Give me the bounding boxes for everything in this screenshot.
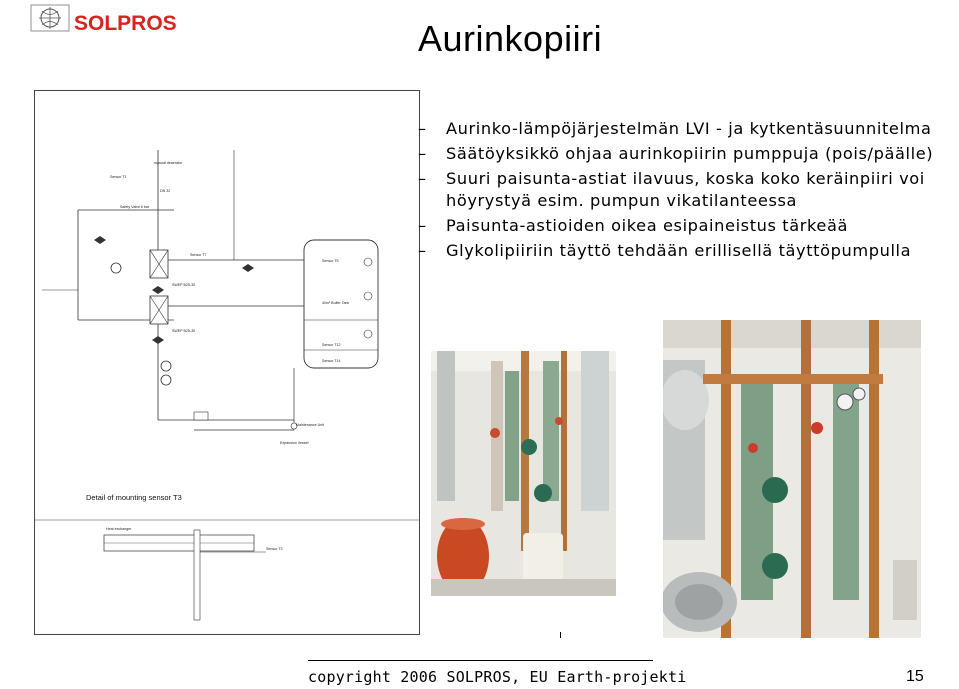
bullet-text: Glykolipiiriin täyttö tehdään erillisell… bbox=[446, 241, 912, 260]
manual-deaerator-label: manual deaerator bbox=[154, 161, 183, 165]
installation-photo-right bbox=[663, 320, 921, 638]
slide-title: Aurinkopiiri bbox=[418, 18, 603, 59]
heat-exchanger-label: Heat exchanger bbox=[106, 527, 132, 531]
solpros-logo-icon bbox=[30, 4, 70, 32]
footer-divider bbox=[308, 660, 653, 661]
sensor-t5-label: Sensor T5 bbox=[322, 259, 339, 263]
piping-diagram: 40m³ Buffer Tank Sensor T5 Sensor T14 Se… bbox=[34, 90, 420, 635]
bullet-item: –Suuri paisunta-astiat ilavuus, koska ko… bbox=[418, 168, 948, 212]
dash-bullet: – bbox=[418, 241, 427, 260]
dash-bullet: – bbox=[418, 169, 427, 188]
rank-label-2: SWEP B25-30 bbox=[172, 329, 195, 333]
bullet-text: Säätöyksikkö ohjaa aurinkopiirin pumppuj… bbox=[446, 144, 934, 163]
bullet-text: Aurinko-lämpöjärjestelmän LVI - ja kytke… bbox=[446, 119, 932, 138]
sensor-t12-label: Sensor T12 bbox=[322, 343, 341, 347]
safety-valve-label: Safety Valve 6 bar bbox=[120, 205, 150, 209]
bullet-item: –Aurinko-lämpöjärjestelmän LVI - ja kytk… bbox=[418, 118, 948, 140]
brand-name: SOLPROS bbox=[74, 12, 177, 35]
footer-tick bbox=[560, 632, 561, 638]
detail-caption: Detail of mounting sensor T3 bbox=[86, 493, 182, 502]
bullet-text: Paisunta-astioiden oikea esipaineistus t… bbox=[446, 216, 849, 235]
maintenance-unit-label: Maintenance Unit bbox=[296, 423, 324, 427]
bullet-item: –Paisunta-astioiden oikea esipaineistus … bbox=[418, 215, 948, 237]
dn32-label: DN 32 bbox=[160, 189, 170, 193]
dash-bullet: – bbox=[418, 119, 427, 138]
sensor-t1-label: Sensor T1 bbox=[110, 175, 127, 179]
buffer-tank-label: 40m³ Buffer Tank bbox=[322, 301, 349, 305]
sensor-t14-label: Sensor T14 bbox=[322, 359, 341, 363]
installation-photo-left bbox=[431, 351, 616, 596]
dash-bullet: – bbox=[418, 216, 427, 235]
expansion-vessel-label: Expansion Vessel bbox=[280, 441, 309, 445]
bullet-item: –Glykolipiiriin täyttö tehdään erillisel… bbox=[418, 240, 948, 262]
rank-label-1: SWEP B25-30 bbox=[172, 283, 195, 287]
dash-bullet: – bbox=[418, 144, 427, 163]
bullet-text: Suuri paisunta-astiat ilavuus, koska kok… bbox=[446, 169, 925, 210]
sensor-t3-label: Sensor T3 bbox=[266, 547, 283, 551]
bullet-list: –Aurinko-lämpöjärjestelmän LVI - ja kytk… bbox=[418, 118, 948, 265]
page-number: 15 bbox=[906, 668, 924, 685]
bullet-item: –Säätöyksikkö ohjaa aurinkopiirin pumppu… bbox=[418, 143, 948, 165]
sensor-t7-label: Sensor T7 bbox=[190, 253, 207, 257]
copyright-text: copyright 2006 SOLPROS, EU Earth-projekt… bbox=[308, 668, 687, 686]
